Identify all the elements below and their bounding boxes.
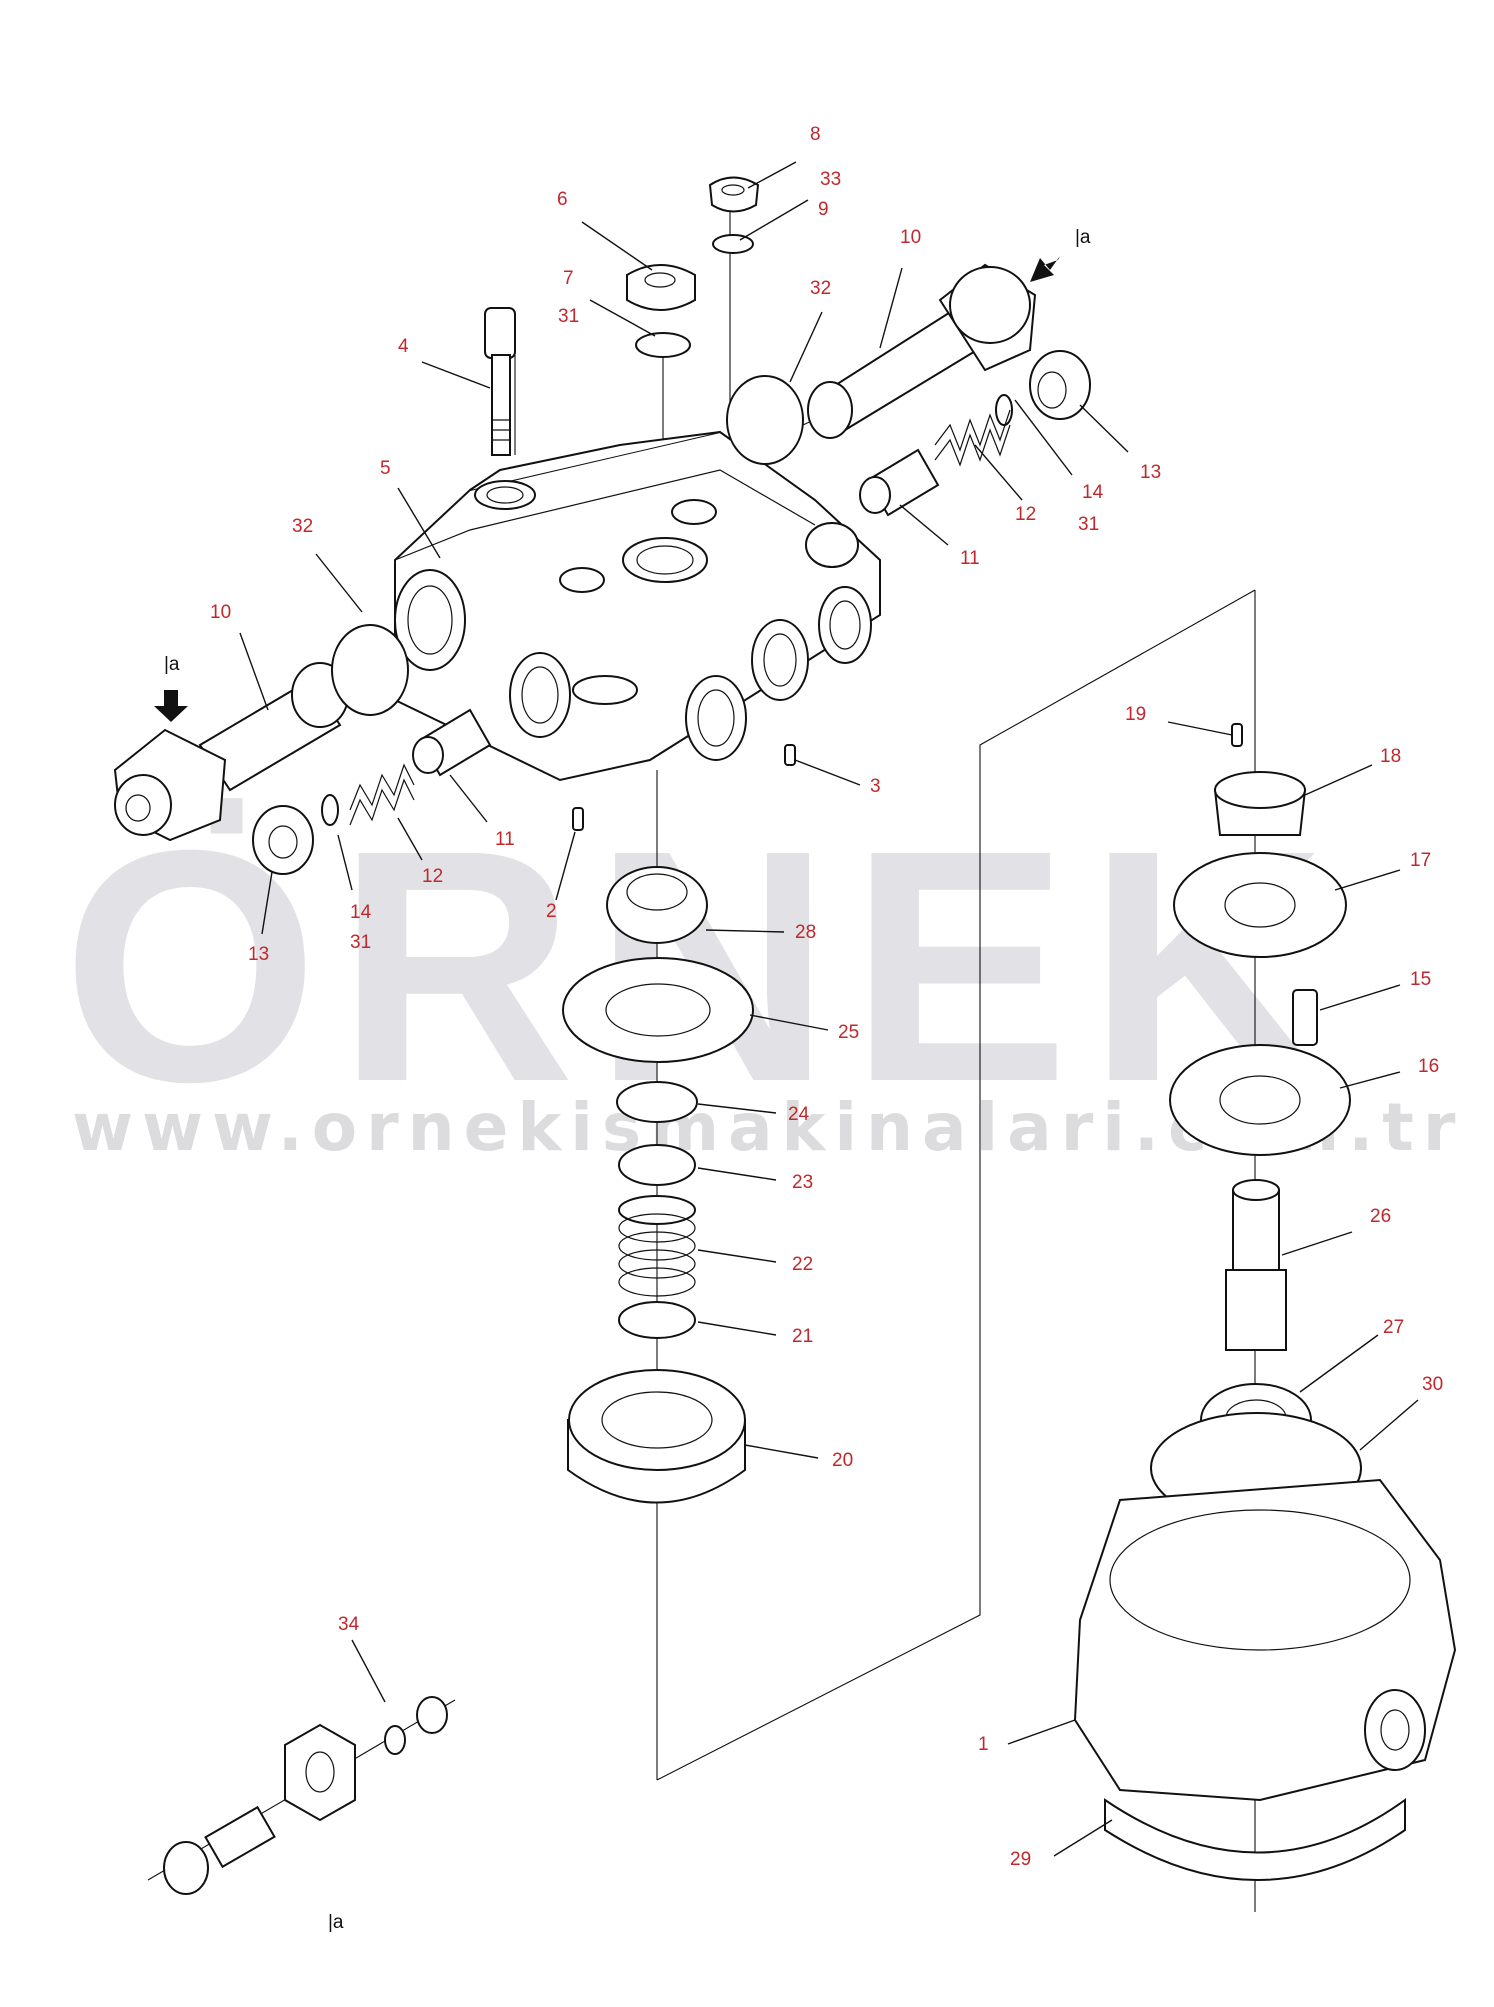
callout-27: 27	[1383, 1317, 1404, 1338]
callout-25: 25	[838, 1022, 859, 1043]
callout-20: 20	[832, 1450, 853, 1471]
callout-15: 15	[1410, 969, 1431, 990]
reference-a-top-right: |a	[1075, 227, 1091, 248]
callout-12-right: 12	[1015, 504, 1036, 525]
callout-11-left: 11	[495, 829, 515, 850]
housing-1	[1073, 1478, 1457, 1881]
callout-10-left: 10	[210, 602, 231, 623]
callout-30: 30	[1422, 1374, 1443, 1395]
spring-piston-right	[859, 409, 1011, 517]
flow-arrows	[154, 256, 1060, 722]
callout-34: 34	[338, 1614, 360, 1635]
reference-a-left: |a	[164, 654, 180, 675]
callout-9: 9	[818, 199, 829, 220]
callout-10-right: 10	[900, 227, 921, 248]
callout-4: 4	[398, 336, 409, 357]
callout-2: 2	[546, 901, 557, 922]
callout-13-right: 13	[1140, 462, 1161, 483]
arrow-right	[1030, 256, 1060, 282]
callout-18: 18	[1380, 746, 1401, 767]
bolt-part-4	[484, 307, 516, 456]
callout-labels: 8 33 9 6 7 31 4 5 32 10 |a 13 14 31 12 1…	[164, 124, 1443, 1933]
callout-28: 28	[795, 922, 816, 943]
callout-5: 5	[380, 458, 391, 479]
plugs-top	[626, 176, 760, 358]
center-stack-parts	[562, 866, 754, 1186]
callout-29: 29	[1010, 1849, 1031, 1870]
callout-32-left: 32	[292, 516, 313, 537]
callout-33: 33	[820, 169, 841, 190]
callout-12-left: 12	[422, 866, 443, 887]
callout-31-right: 31	[1078, 514, 1099, 535]
callout-6: 6	[557, 189, 568, 210]
shaft-26	[1150, 1179, 1362, 1524]
callout-14-right: 14	[1082, 482, 1104, 503]
leader-lines	[239, 161, 1419, 1857]
reference-a-bottom: |a	[328, 1912, 344, 1933]
spring-22	[618, 1195, 696, 1297]
detail-assembly	[147, 1696, 456, 1895]
callout-1: 1	[978, 1734, 989, 1755]
spring-piston-left	[349, 708, 492, 826]
callout-23: 23	[792, 1172, 813, 1193]
valve-block	[394, 430, 881, 782]
callout-7: 7	[563, 268, 574, 289]
right-stack	[1169, 771, 1351, 1156]
callout-26: 26	[1370, 1206, 1391, 1227]
callout-24: 24	[788, 1104, 810, 1125]
callout-21: 21	[792, 1326, 813, 1347]
callout-17: 17	[1410, 850, 1431, 871]
arrow-left	[154, 690, 188, 722]
callout-31-top: 31	[558, 306, 579, 327]
pins	[572, 723, 1243, 831]
callout-13-left: 13	[248, 944, 269, 965]
callout-8: 8	[810, 124, 821, 145]
callout-14-left: 14	[350, 902, 372, 923]
callout-32-top: 32	[810, 278, 831, 299]
callout-16: 16	[1418, 1056, 1439, 1077]
callout-11-right: 11	[960, 548, 980, 569]
relief-valve-right	[726, 263, 1091, 465]
callout-19: 19	[1125, 704, 1146, 725]
callout-22: 22	[792, 1254, 813, 1275]
gear-20	[567, 1301, 746, 1504]
callout-3: 3	[870, 776, 881, 797]
relief-valve-left	[113, 624, 409, 875]
callout-31-left: 31	[350, 932, 371, 953]
